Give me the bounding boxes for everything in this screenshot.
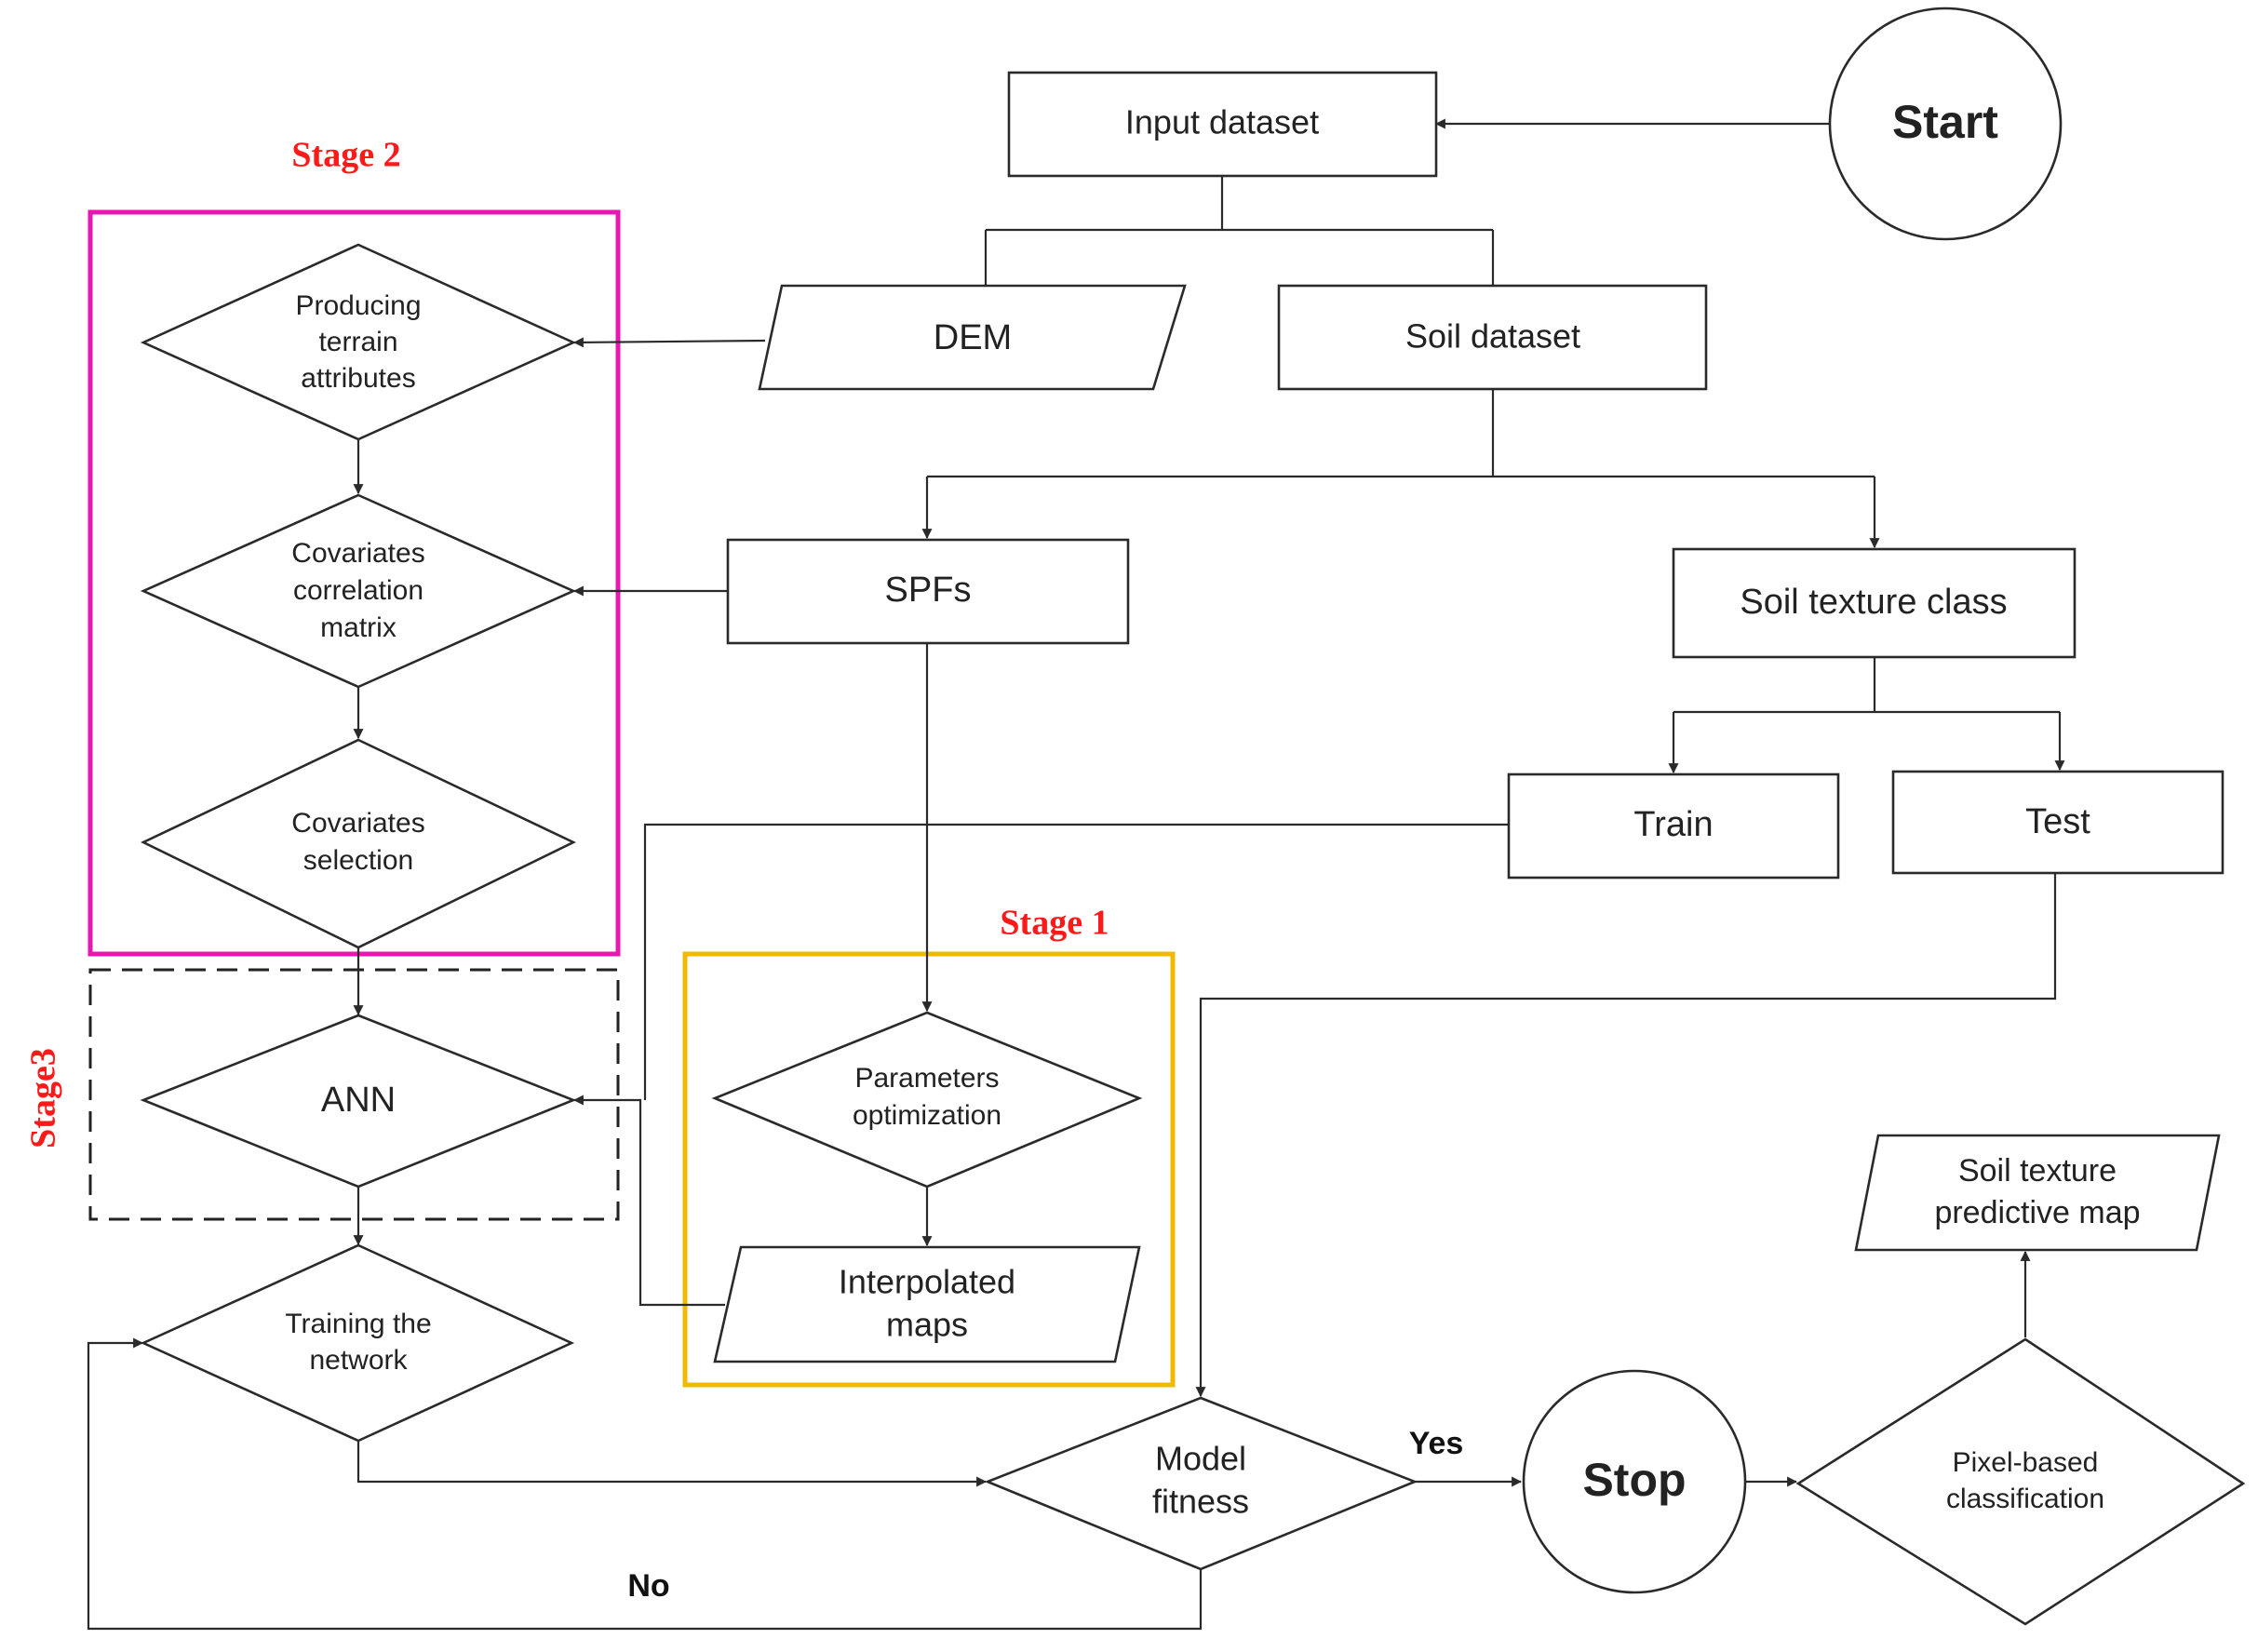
input-dataset-label: Input dataset — [1125, 103, 1319, 141]
stage3-label: Stage3 — [24, 1048, 63, 1148]
pixel-based-node: Pixel-based classification — [1795, 1337, 2246, 1626]
covariates-selection-line1: Covariates — [291, 808, 424, 839]
stop-label: Stop — [1582, 1454, 1686, 1506]
soil-texture-class-node: Soil texture class — [1672, 547, 2077, 659]
train-label: Train — [1633, 805, 1713, 844]
producing-terrain-line1: Producing — [295, 290, 421, 321]
interpolated-maps-line2: maps — [886, 1306, 968, 1344]
training-network-line1: Training the — [285, 1309, 431, 1339]
spfs-label: SPFs — [885, 571, 972, 610]
soil-texture-map-line1: Soil texture — [1958, 1153, 2117, 1189]
stage2-label: Stage 2 — [291, 136, 400, 175]
parameters-optimization-line1: Parameters — [854, 1063, 999, 1094]
test-label: Test — [2025, 802, 2090, 841]
pixel-based-line2: classification — [1946, 1484, 2104, 1514]
interpolated-maps-line1: Interpolated — [839, 1263, 1015, 1301]
edge-label-yes: Yes — [1409, 1426, 1464, 1461]
dem-node: DEM — [758, 284, 1187, 391]
edge-model-training-no — [87, 1337, 1203, 1631]
covariates-selection-line2: selection — [303, 845, 413, 876]
train-node: Train — [1507, 772, 1840, 880]
producing-terrain-line3: attributes — [301, 363, 415, 394]
start-node: Start — [1828, 7, 2063, 241]
covariates-selection-node: Covariates selection — [141, 738, 576, 949]
covariates-correlation-line2: correlation — [293, 575, 423, 606]
soil-texture-map-node: Soil texture predictive map — [1854, 1134, 2221, 1252]
edge-label-no: No — [627, 1568, 669, 1604]
edge-train-ann — [643, 823, 1509, 1100]
input-dataset-node: Input dataset — [1007, 71, 1438, 178]
covariates-correlation-node: Covariates correlation matrix — [140, 493, 577, 689]
model-fitness-line2: fitness — [1152, 1483, 1249, 1521]
stage1-frame — [682, 951, 1176, 1388]
edge-soil-split — [927, 389, 1875, 478]
soil-texture-class-label: Soil texture class — [1740, 583, 2007, 622]
covariates-correlation-line3: matrix — [320, 612, 396, 643]
stage1-label: Stage 1 — [1000, 904, 1109, 943]
start-label: Start — [1892, 96, 1998, 148]
stage3-frame — [88, 968, 620, 1221]
edge-interpolated-ann — [572, 1095, 725, 1307]
producing-terrain-line2: terrain — [318, 327, 397, 357]
parameters-optimization-line2: optimization — [853, 1100, 1001, 1131]
covariates-correlation-line1: Covariates — [291, 538, 424, 569]
model-fitness-node: Model fitness — [984, 1396, 1418, 1571]
test-node: Test — [1891, 770, 2224, 875]
ann-node: ANN — [140, 1014, 577, 1189]
edge-test-model — [1195, 873, 2057, 1398]
interpolated-maps-node: Interpolated maps — [713, 1245, 1141, 1363]
soil-texture-map-line2: predictive map — [1934, 1195, 2140, 1230]
parameters-optimization-node: Parameters optimization — [711, 1011, 1143, 1189]
edge-textureclass-split — [1673, 657, 2060, 714]
training-network-line2: network — [309, 1345, 408, 1376]
edge-input-split — [984, 176, 1495, 286]
edge-dem-terrain — [572, 337, 766, 348]
model-fitness-line1: Model — [1155, 1440, 1246, 1478]
soil-dataset-node: Soil dataset — [1277, 284, 1708, 391]
soil-dataset-label: Soil dataset — [1405, 317, 1580, 356]
pixel-based-line1: Pixel-based — [1953, 1447, 2099, 1478]
training-network-node: Training the network — [140, 1243, 575, 1443]
ann-label: ANN — [321, 1081, 396, 1120]
spfs-node: SPFs — [726, 538, 1130, 645]
edge-training-model — [356, 1441, 988, 1487]
producing-terrain-node: Producing terrain attributes — [140, 243, 577, 441]
stage2-frame — [87, 209, 621, 957]
dem-label: DEM — [934, 318, 1012, 357]
stop-node: Stop — [1522, 1369, 1747, 1594]
